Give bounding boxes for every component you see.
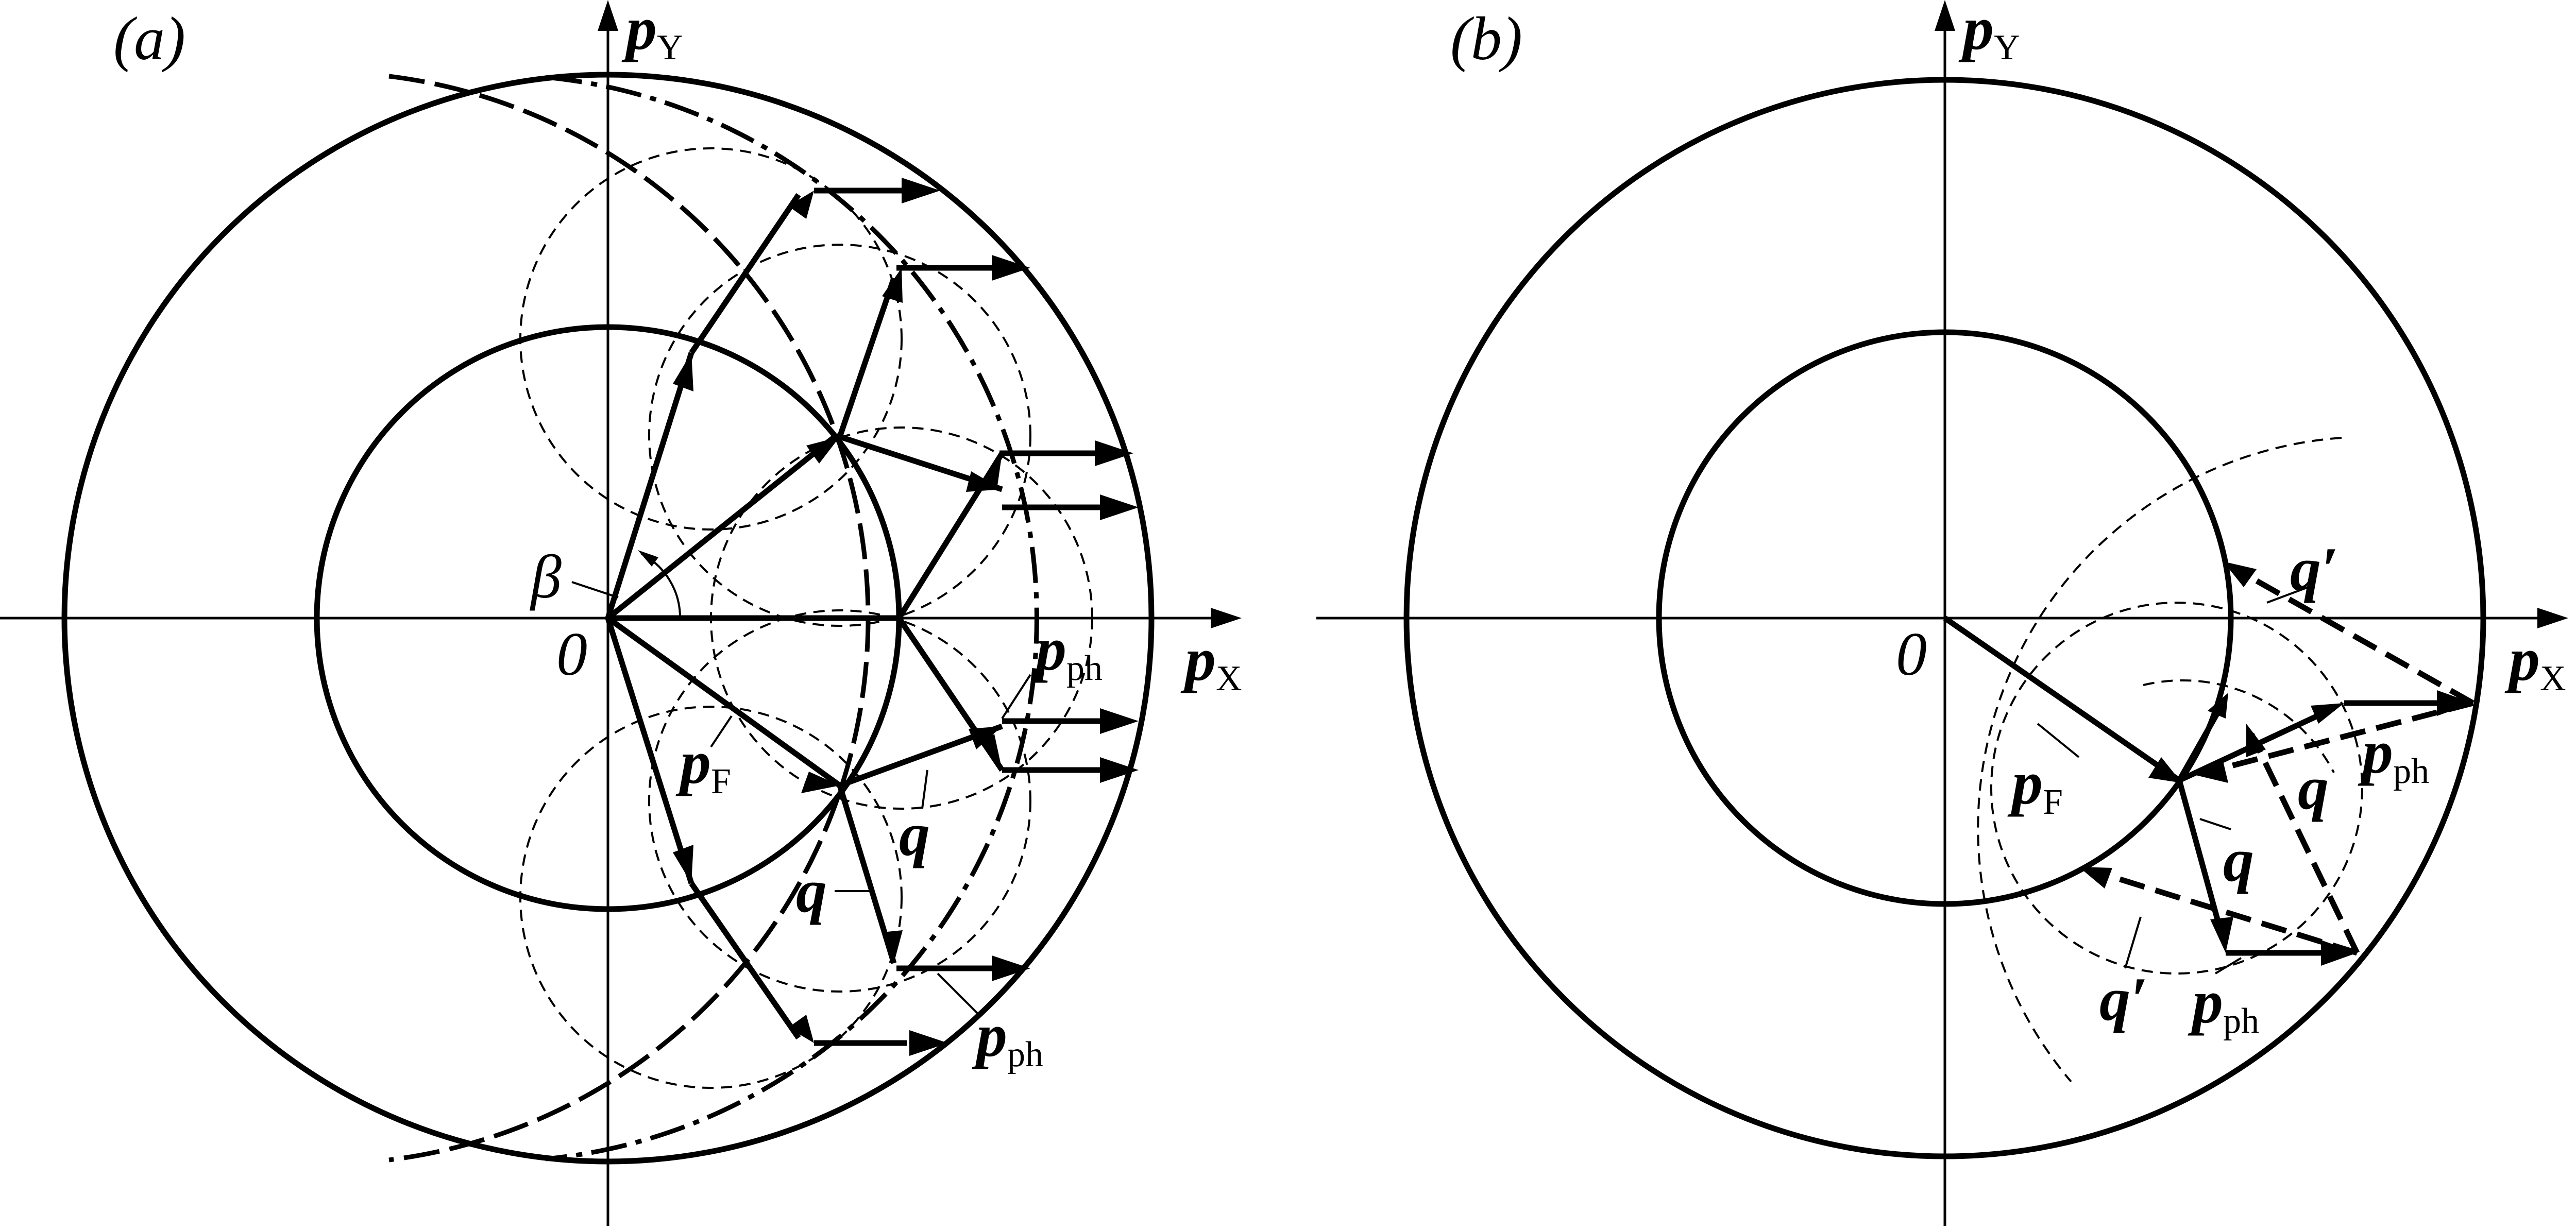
qprime-arrowhead-b-1 [2223,561,2257,587]
pph-label-b-1: pph [2188,967,2259,1041]
beta-label: β [530,542,562,611]
arrowhead [1095,440,1133,466]
phonon-circle [519,706,903,1089]
x-axis-arrowhead-a [1211,608,1242,628]
qprime-label-b-1: q′ [2290,535,2338,603]
fermi-vectors-a [605,352,899,884]
qprime-leader-b-1 [2266,586,2309,604]
phonon-circle [648,609,1031,993]
origin-label-b: 0 [1896,620,1927,688]
x-axis-arrowhead-b [2537,608,2568,628]
py-label-b: pY [1958,0,2020,67]
pph-vectors-a [814,187,1108,1046]
pF-arrowhead-b [2148,757,2182,783]
outer-circle-a [61,72,1155,1165]
pF-label-b: pF [2007,748,2063,822]
phonon-circle [519,147,903,531]
y-axis-arrowhead-a [598,0,618,31]
phonon-arc-b [1977,437,2342,1083]
pF-vector [605,352,694,619]
px-label-b: pX [2504,625,2566,698]
pF-vector-b [1943,616,2181,783]
arrowhead [992,255,1030,281]
q-label-a-1: q [899,800,930,868]
pph-leader-b [2214,957,2242,975]
arrowhead [673,353,693,391]
pph-arrowhead-b-2 [2437,690,2473,716]
qprime-label-b-2: q′ [2099,965,2148,1033]
q-arrowhead-b-2 [2210,917,2233,953]
pph-leader-a-2 [937,972,980,1016]
y-axis-arrowhead-b [1935,0,1955,31]
q-vector-b-1 [2177,702,2226,782]
qprime-arrowhead-b-4 [2246,724,2266,757]
phonon-circle-b [1990,602,2363,975]
qprime-arrowhead-b-2 [2079,867,2112,889]
pF-leader-b [2037,723,2080,758]
px-label-a: pX [1180,625,1242,698]
qprime-vector-b-3 [2204,700,2474,776]
qprime-leader-b-2 [2124,916,2142,969]
arrowhead [788,191,814,219]
panel-a-tag: (a) [113,4,185,73]
arrowhead [788,1015,814,1043]
beta-arrowhead [638,550,658,567]
arrowhead [979,734,1002,770]
arrowhead [882,268,903,303]
pF-label-a: pF [675,728,731,801]
arrowhead [673,845,693,883]
pph-label-a-2: pph [972,1001,1043,1074]
arrowhead [969,726,1002,749]
qprime-vector-b-1 [2234,567,2475,706]
arrowhead [1100,757,1139,783]
pF-vector [605,617,694,884]
pF-vector [606,434,837,621]
arrowhead [801,772,840,793]
arrowhead [806,437,840,464]
outer-circle-b [1403,77,2486,1159]
panel-b: (b) 0 pY pX pF q′ q′ q q pph pph [1316,0,2568,1226]
q-vector-b-2 [2176,779,2226,941]
origin-label-a: 0 [556,620,587,688]
shifted-arc-dashdot-a [546,75,1039,1161]
phonon-circles-a [519,147,1093,1089]
q-arrowhead-b-3 [2311,703,2344,724]
panel-a: (a) 0 β pY pX pF pph pph q q [0,0,1242,1226]
pph-label-b-2: pph [2358,717,2429,791]
pph-leader-a-1 [1001,674,1031,720]
py-label-a: pY [621,0,683,67]
q-arrowhead-b-1 [2208,693,2228,719]
q-label-b-2: q [2298,754,2329,822]
pF-vector [606,616,842,788]
arrowhead [902,178,940,203]
arrowhead [909,1030,948,1056]
q-vector [689,193,801,355]
q-label-b-1: q [2223,826,2254,894]
qprime-arrowhead-b-3 [2196,761,2228,783]
q-label-a-2: q [796,857,827,925]
q-leader-a-1 [921,770,928,809]
qprime-vector-b-2 [2091,867,2358,956]
panel-b-tag: (b) [1450,4,1522,73]
arrowhead [882,930,903,963]
fermi-circle-b [1656,329,2234,907]
q-vector [689,881,801,1040]
pF-leader-a [710,715,733,748]
arrowhead [1100,708,1139,734]
arrowhead [992,955,1030,981]
phonon-circle [648,244,1031,627]
q-vector [837,277,897,438]
arrowhead [966,471,1002,492]
qprime-vector-b-4 [2249,732,2360,954]
q-leader-b [2199,818,2231,830]
arrowhead [1100,494,1139,520]
beta-leader [571,581,619,599]
pph-label-a-1: pph [1031,614,1103,688]
arrowheads-a [673,178,1139,1056]
pph-arrowhead-b-1 [2321,940,2357,966]
